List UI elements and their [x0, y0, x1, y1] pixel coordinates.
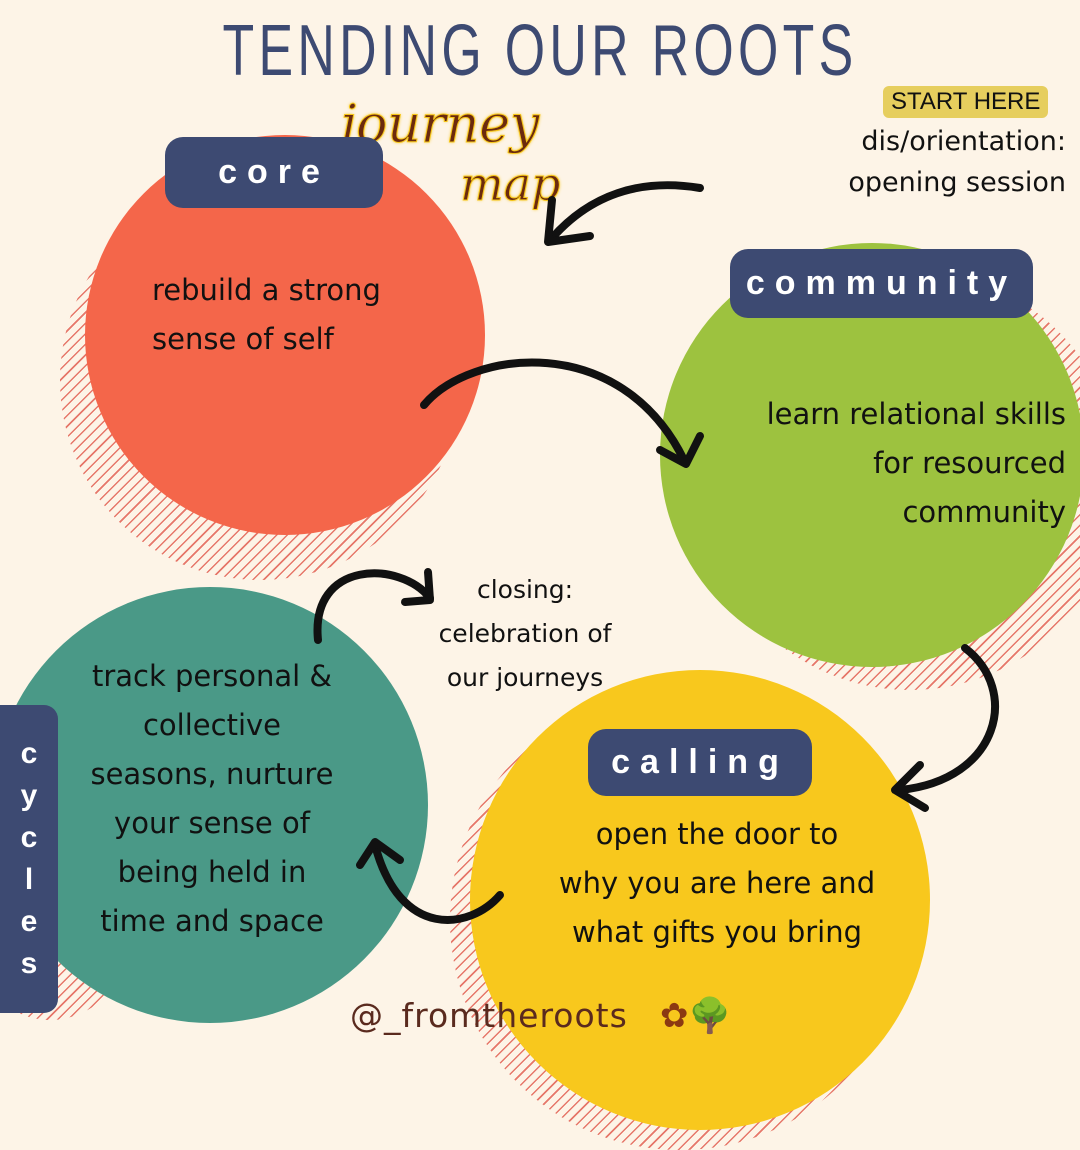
- opening-line2: opening session: [848, 167, 1066, 198]
- cycles-text-line: seasons, nurture: [90, 757, 334, 791]
- community-text: learn relational skills for resourced co…: [767, 390, 1066, 537]
- roots-tree-icon: ✿🌳: [660, 996, 731, 1036]
- core-label: core: [165, 137, 383, 208]
- cycles-text-line: your sense of: [114, 806, 310, 840]
- cycles-label-letter: c: [20, 737, 38, 770]
- page-title: TENDING OUR ROOTS: [222, 11, 858, 91]
- subtitle-map: map: [460, 157, 561, 211]
- opening-line1: dis/orientation:: [861, 126, 1066, 157]
- cycles-label-letter: l: [24, 863, 34, 896]
- cycles-label-letter: s: [20, 947, 38, 980]
- arrow-start-to-core: [544, 181, 704, 246]
- closing-text: closing: celebration of our journeys: [410, 568, 640, 700]
- cycles-label-letter: y: [20, 779, 38, 812]
- cycles-label-letter: c: [20, 821, 38, 854]
- community-label: community: [730, 249, 1033, 318]
- cycles-label-letter: e: [20, 905, 38, 938]
- core-text-line: sense of self: [152, 322, 334, 356]
- arrow-core-to-community: [420, 358, 704, 468]
- social-handle: @_fromtheroots: [350, 996, 628, 1035]
- cycles-text-line: collective: [142, 708, 282, 742]
- core-text-line: rebuild a strong: [152, 273, 381, 307]
- core-text: rebuild a strong sense of self: [152, 266, 381, 364]
- cycles-text: track personal & collective seasons, nur…: [62, 652, 362, 946]
- cycles-text-line: track personal &: [91, 659, 333, 693]
- calling-text-line: open the door to: [595, 817, 839, 851]
- calling-label: calling: [588, 729, 812, 796]
- start-here-badge: START HERE: [883, 86, 1049, 118]
- closing-text-line: our journeys: [446, 663, 604, 692]
- arrows: [313, 181, 999, 924]
- arrow-cycles-to-closing: [313, 568, 434, 644]
- cycles-text-line: being held in: [117, 855, 307, 889]
- calling-text-line: what gifts you bring: [572, 915, 862, 949]
- cycles-circle: [0, 587, 428, 1023]
- cycles-text-line: time and space: [100, 904, 324, 938]
- arrow-community-to-calling: [891, 644, 999, 812]
- calling-text-line: why you are here and: [558, 866, 876, 900]
- closing-text-line: celebration of: [438, 619, 612, 648]
- community-text-line: learn relational skills: [766, 397, 1066, 431]
- closing-text-line: closing:: [476, 575, 574, 604]
- community-text-line: community: [902, 495, 1066, 529]
- community-text-line: for resourced: [873, 446, 1066, 480]
- calling-text: open the door to why you are here and wh…: [517, 810, 917, 957]
- arrow-calling-to-cycles: [356, 838, 504, 924]
